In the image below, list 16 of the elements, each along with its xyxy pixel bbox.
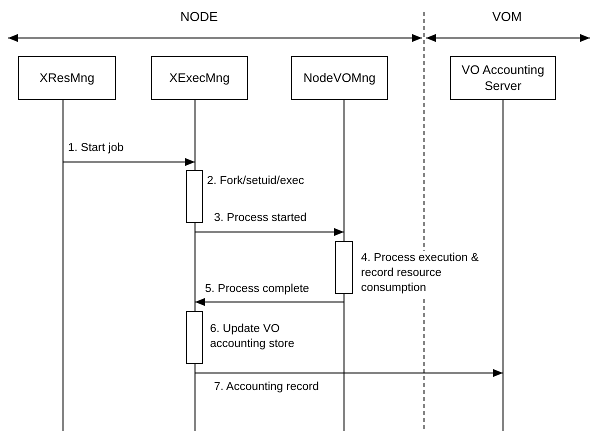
participant-box: VO Accounting Server <box>450 56 556 100</box>
edge-label: 7. Accounting record <box>214 380 319 395</box>
message-arrow <box>194 228 344 236</box>
message-arrow <box>194 369 504 377</box>
message-arrow <box>194 298 344 306</box>
participant-box: XResMng <box>18 56 116 100</box>
participant-box: XExecMng <box>151 56 248 100</box>
step-label: 2. Fork/setuid/exec <box>207 174 306 189</box>
region-label: VOM <box>492 9 522 24</box>
edge-label: 3. Process started <box>214 211 307 226</box>
participant-box: NodeVOMng <box>291 56 388 100</box>
edge-label: 1. Start job <box>68 141 124 156</box>
step-label: 6. Update VO accounting store <box>210 322 296 352</box>
edge-label: 5. Process complete <box>205 282 310 297</box>
message-arrow <box>62 158 196 166</box>
region-label: NODE <box>180 9 218 24</box>
